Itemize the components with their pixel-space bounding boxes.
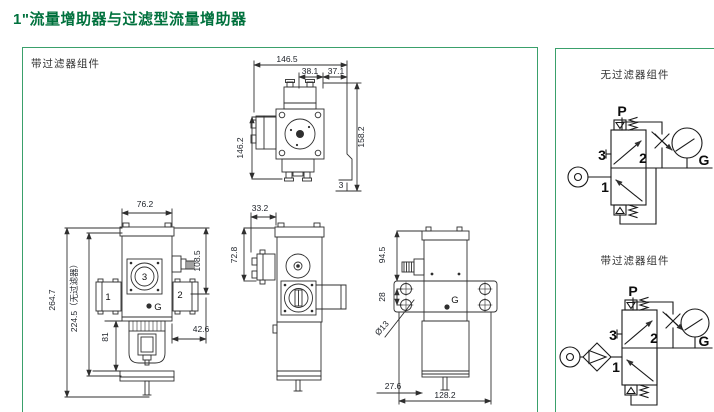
gauge-port-label: G	[699, 152, 710, 168]
port2-label: 2	[639, 150, 647, 166]
schematic-with-filter-label: 带过滤器组件	[600, 255, 670, 267]
check-valve-spring-icon-bottom	[624, 347, 658, 406]
port3-label: 3	[142, 272, 147, 283]
dim-hole-spacing: 28	[377, 292, 387, 302]
valve-body	[605, 129, 647, 206]
dim-overall-height: 158.2	[356, 126, 366, 148]
dim-upper-height: 94.5	[377, 246, 387, 263]
side-bracket-outline	[315, 284, 347, 310]
port3-label: 3	[598, 147, 606, 163]
filter-icon	[582, 342, 623, 372]
spring-icon	[627, 116, 639, 131]
front-view-drawing: 76.2 108.5 264.7 224.5（无过滤器） 81	[47, 199, 210, 398]
schematic-with-filter: P 3 1 2	[559, 283, 713, 406]
dim-bracket-width: 128.2	[434, 390, 456, 400]
port2-label: 2	[177, 290, 182, 301]
dim-sub-width-left: 38.1	[302, 66, 319, 76]
supply-port-label: P	[628, 283, 637, 299]
dim-total-height: 264.7	[47, 289, 57, 311]
dim-no-filter-height: 224.5（无过滤器）	[69, 260, 79, 332]
flow-restrictor-icon	[651, 131, 673, 169]
dim-sub-width-right: 37.1	[328, 66, 345, 76]
spring-icon	[638, 384, 650, 399]
dim-bracket-offset: 3	[339, 180, 344, 190]
vent-port-icon	[567, 166, 612, 188]
flow-restrictor-icon	[662, 311, 684, 349]
dim-hole-diameter: Ø13	[373, 318, 391, 337]
supply-line: P	[628, 283, 674, 315]
gauge-port-label: G	[451, 295, 458, 306]
mounting-bracket-plate	[393, 280, 498, 313]
rear-view-body: G	[393, 226, 498, 391]
page-title: 1"流量增助器与过滤型流量增助器	[13, 11, 247, 28]
vent-port-icon	[559, 346, 584, 368]
dim-total-width: 146.5	[276, 54, 298, 64]
gauge-port-dot	[444, 304, 450, 310]
left-panel-label: 带过滤器组件	[31, 58, 100, 70]
spring-icon	[627, 204, 639, 219]
front-view-body: 3 1 2 G	[95, 222, 199, 322]
side-view-body	[251, 222, 347, 392]
pressure-gauge-icon	[680, 308, 710, 349]
dim-pin-offset: 27.6	[385, 381, 402, 391]
dim-upper-height: 72.8	[229, 246, 239, 263]
dim-connector-depth: 33.2	[252, 203, 269, 213]
pressure-gauge-icon	[671, 127, 703, 169]
port3-label: 3	[609, 327, 617, 343]
front-view-base	[119, 370, 175, 396]
supply-port-label: P	[617, 103, 626, 119]
rear-view-drawing: 94.5 28 Ø13 27.6 128.2	[373, 226, 498, 405]
port1-label: 1	[612, 359, 620, 375]
dim-bowl-section: 81	[100, 332, 110, 342]
schematics-panel: 无过滤器组件 P 3 1 2	[555, 48, 714, 412]
supply-line: P	[617, 103, 663, 135]
valve-body	[616, 309, 658, 386]
dimension-drawings-panel: 带过滤器组件 146.5 38.1 37.1 146.2 158.2	[22, 47, 538, 412]
schematic-no-filter-label: 无过滤器组件	[600, 69, 670, 81]
gauge-port-dot	[146, 303, 152, 309]
filter-bowl	[128, 320, 166, 366]
port1-label: 1	[601, 179, 609, 195]
dim-pilot-height: 108.5	[192, 250, 202, 272]
check-valve-spring-icon	[613, 116, 639, 131]
rear-view-dimensions: 94.5 28 Ø13 27.6 128.2	[373, 230, 492, 405]
side-view-drawing: 33.2 72.8	[229, 203, 347, 392]
top-view-drawing: 146.5 38.1 37.1 146.2 158.2 3	[235, 54, 366, 192]
spring-icon	[638, 296, 650, 311]
port2-label: 2	[650, 330, 658, 346]
schematic-no-filter: P 3 1 2	[567, 103, 713, 225]
mounting-bracket-outline	[323, 82, 353, 181]
check-valve-spring-icon	[624, 296, 650, 311]
top-view-dimensions: 146.5 38.1 37.1 146.2 158.2 3	[235, 54, 366, 192]
dim-port-offset: 42.6	[193, 324, 210, 334]
check-valve-spring-icon-bottom	[613, 167, 657, 225]
dim-body-width: 76.2	[137, 199, 154, 209]
gauge-port-label: G	[154, 302, 161, 313]
dim-body-height: 146.2	[235, 137, 245, 159]
top-view-body	[250, 79, 353, 182]
gauge-port-label: G	[699, 333, 710, 349]
side-view-dimensions: 33.2 72.8	[229, 203, 277, 282]
front-view-dimensions: 76.2 108.5 264.7 224.5（无过滤器） 81	[47, 199, 210, 398]
port1-label: 1	[105, 292, 110, 303]
